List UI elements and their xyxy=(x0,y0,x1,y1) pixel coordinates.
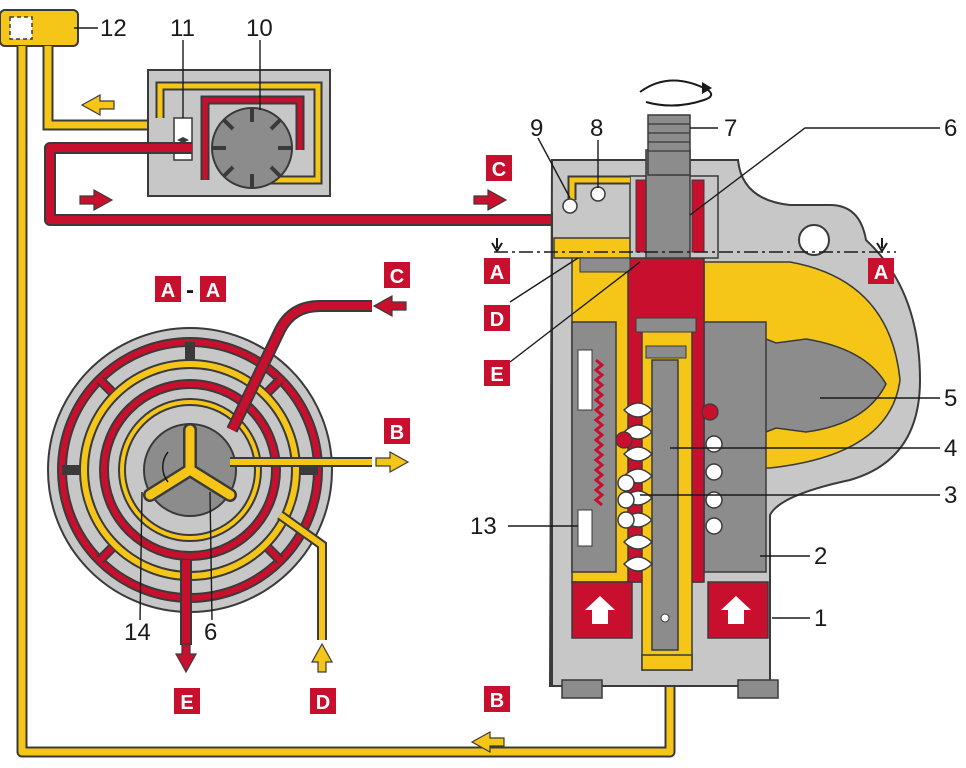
callout-1: 1 xyxy=(814,605,827,632)
arrow-pressure-c xyxy=(473,188,508,212)
gear-housing xyxy=(548,114,922,699)
mounting-hole xyxy=(798,224,830,256)
tag-flow-e-section: E xyxy=(174,688,200,714)
svg-text:C: C xyxy=(390,266,404,288)
tag-flow-a-right: A xyxy=(868,258,894,284)
callout-11: 11 xyxy=(170,15,195,42)
return-line-outer-fill xyxy=(18,46,674,756)
svg-text:B: B xyxy=(390,422,404,444)
tag-flow-a-left: A xyxy=(484,258,510,284)
callout-12: 12 xyxy=(100,15,127,42)
callout-9: 9 xyxy=(530,115,543,142)
callout-7: 7 xyxy=(724,115,737,142)
tag-section-left: A xyxy=(155,276,181,302)
callout-10: 10 xyxy=(246,15,273,42)
reaction-plunger xyxy=(577,509,593,547)
tag-flow-b-section: B xyxy=(384,418,410,444)
arrow-return-to-reservoir xyxy=(80,93,115,117)
svg-text:E: E xyxy=(490,364,503,386)
callout-14: 14 xyxy=(124,619,151,646)
section-cut-line xyxy=(491,238,896,253)
tag-flow-c-top: C xyxy=(486,155,512,181)
callout-6-section: 6 xyxy=(204,619,217,646)
pump-unit xyxy=(147,69,331,197)
reservoir xyxy=(0,9,79,47)
callout-2: 2 xyxy=(814,543,827,570)
callout-4: 4 xyxy=(944,435,957,462)
callout-6: 6 xyxy=(944,115,957,142)
svg-text:D: D xyxy=(490,309,504,331)
svg-text:D: D xyxy=(316,692,330,714)
leader-lines xyxy=(74,27,940,621)
rotation-arrow-icon xyxy=(639,79,713,107)
callout-8: 8 xyxy=(590,115,603,142)
callout-5: 5 xyxy=(944,385,957,412)
svg-text:A: A xyxy=(161,280,175,302)
arrow-section-e xyxy=(174,643,198,674)
tag-flow-c-section: C xyxy=(384,262,410,288)
torsion-bar xyxy=(651,359,679,651)
svg-text:B: B xyxy=(490,690,504,712)
input-shaft xyxy=(647,114,691,176)
arrow-pressure-out xyxy=(79,188,114,212)
tag-section-right: A xyxy=(200,276,226,302)
tag-flow-d-section: D xyxy=(310,688,336,714)
svg-text:A: A xyxy=(874,262,888,284)
callout-13: 13 xyxy=(470,513,497,540)
tag-flow-b-bottom: B xyxy=(484,686,510,712)
arrow-return-b xyxy=(470,730,505,754)
callout-3: 3 xyxy=(944,482,957,509)
svg-text:C: C xyxy=(492,159,506,181)
svg-text:A: A xyxy=(490,262,504,284)
tag-flow-e-gear: E xyxy=(484,360,510,386)
svg-text:A: A xyxy=(206,280,220,302)
arrow-section-d xyxy=(310,642,334,673)
arrow-section-b xyxy=(375,450,410,474)
section-label-separator: - xyxy=(186,277,194,304)
check-ball-9 xyxy=(562,198,578,214)
ball-recirculation xyxy=(617,402,723,572)
arrow-section-c xyxy=(372,294,407,318)
check-ball-8 xyxy=(590,186,606,202)
tag-flow-d-gear: D xyxy=(484,305,510,331)
svg-text:E: E xyxy=(180,692,193,714)
